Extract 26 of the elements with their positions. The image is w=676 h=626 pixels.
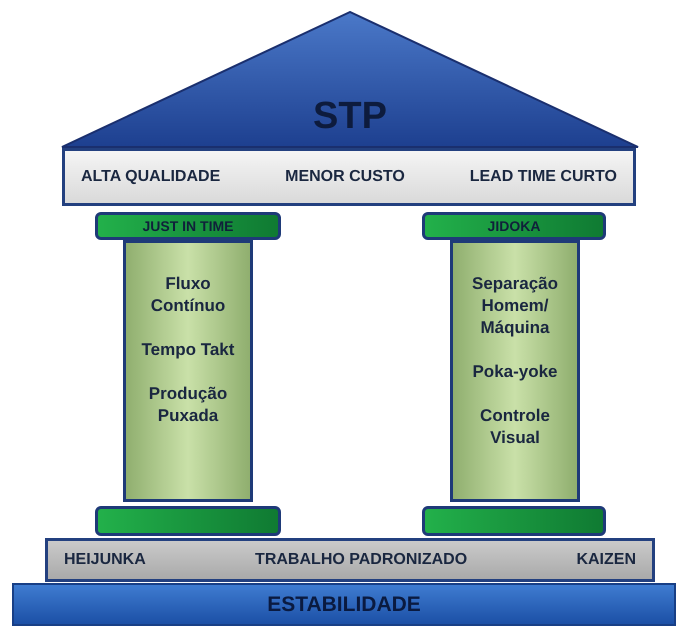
- pillar-title: JIDOKA: [488, 216, 540, 236]
- capital-bar: [95, 212, 281, 240]
- pillar-column: [123, 240, 253, 502]
- beam-label: LEAD TIME CURTO: [470, 166, 617, 187]
- foundation-label: TRABALHO PADRONIZADO: [255, 550, 468, 570]
- beam-label: ALTA QUALIDADE: [81, 166, 220, 187]
- pillar-item: Poka-yoke: [471, 361, 559, 384]
- base-label: ESTABILIDADE: [267, 592, 421, 618]
- pillar-item: Separação Homem/ Máquina: [471, 273, 559, 340]
- beam-band: [62, 148, 636, 206]
- pillar-item: Controle Visual: [479, 405, 551, 450]
- base-block: [422, 506, 606, 536]
- foundation-label: KAIZEN: [576, 550, 636, 570]
- beam-label: MENOR CUSTO: [285, 166, 405, 187]
- foundation-band: [45, 538, 655, 582]
- pillar-item: Produção Puxada: [148, 383, 228, 428]
- pillar-title: JUST IN TIME: [142, 216, 234, 236]
- foundation-label: HEIJUNKA: [64, 550, 146, 570]
- base-block: [95, 506, 281, 536]
- base-band: [12, 583, 676, 626]
- roof-triangle: [60, 10, 640, 148]
- roof-title: STP: [312, 94, 388, 139]
- pillar-item: Fluxo Contínuo: [150, 273, 226, 318]
- pillar-column: [450, 240, 580, 502]
- capital-bar: [422, 212, 606, 240]
- pillar-item: Tempo Takt: [140, 339, 236, 362]
